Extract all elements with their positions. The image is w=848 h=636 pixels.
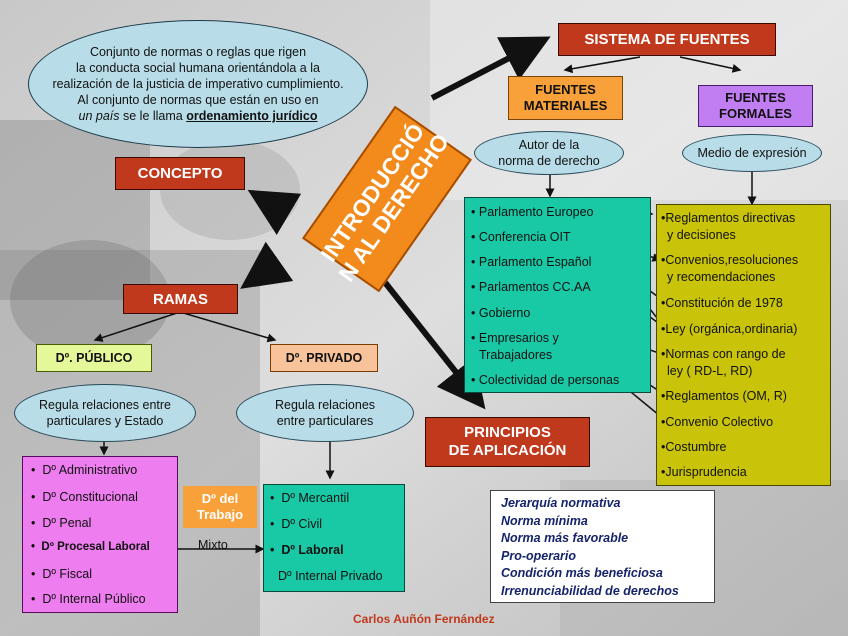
concept-line: la conducta social humana orientándola a…	[76, 61, 320, 75]
concept-line: Conjunto de normas o reglas que rigen	[89, 45, 307, 59]
principio-item: Pro-operario	[501, 548, 577, 563]
list-item: •Reglamentos directivas	[661, 211, 796, 225]
list-item: • Dº Penal	[31, 516, 92, 530]
list-item: ley ( RD-L, RD)	[667, 364, 753, 378]
fm-line: MATERIALES	[523, 98, 608, 113]
privado-bubble-line: Regula relaciones	[274, 398, 376, 412]
privado-bubble-line: entre particulares	[276, 414, 374, 428]
autor-bubble: Autor de la norma de derecho	[474, 131, 624, 175]
sistema-fuentes-box: SISTEMA DE FUENTES	[558, 23, 776, 56]
principio-item: Norma más favorable	[501, 531, 629, 545]
trabajo-box: Dº del Trabajo	[183, 486, 257, 528]
concept-italic: un país	[78, 109, 120, 123]
principios-line: DE APLICACIÓN	[448, 442, 567, 459]
list-item: • Dº Fiscal	[31, 567, 93, 581]
list-item: • Dº Civil	[270, 517, 323, 531]
privado-bubble: Regula relaciones entre particulares	[236, 384, 414, 442]
ramas-box: RAMAS	[123, 284, 238, 314]
list-item: y recomendaciones	[667, 270, 776, 284]
autor-line: norma de derecho	[498, 154, 600, 168]
concept-line: Al conjunto de normas que están en uso e…	[77, 93, 319, 107]
principios-list: Jerarquía normativa Norma mínima Norma m…	[490, 490, 715, 603]
ff-line: FUENTES	[725, 90, 786, 105]
fuentes-formales-list: •Reglamentos directivas y decisiones •Co…	[656, 204, 831, 486]
list-item: • Dº Laboral	[270, 543, 344, 557]
principio-item: Condición más beneficiosa	[501, 566, 663, 580]
list-item: •Convenios,resoluciones	[661, 253, 799, 267]
list-item: • Parlamento Español	[471, 255, 592, 269]
list-item: •Costumbre	[661, 440, 727, 454]
list-item: • Empresarios y	[471, 331, 559, 345]
mixto-label: Mixto	[198, 538, 228, 552]
list-item: • Dº Procesal Laboral	[31, 541, 150, 553]
fuentes-formales-box: FUENTES FORMALES	[698, 85, 813, 127]
list-item: • Dº Mercantil	[270, 491, 350, 505]
ff-line: FORMALES	[719, 106, 792, 121]
principios-line: PRINCIPIOS	[464, 424, 551, 441]
author-credit: Carlos Auñón Fernández	[353, 612, 495, 626]
trabajo-line: Dº del	[201, 491, 239, 506]
principio-item: Jerarquía normativa	[501, 496, 621, 510]
concept-bubble: Conjunto de normas o reglas que rigen la…	[28, 20, 368, 148]
fm-line: FUENTES	[535, 82, 596, 97]
trabajo-line: Trabajo	[196, 507, 244, 522]
concept-mid: se le llama	[119, 109, 187, 123]
publico-box: Dº. PÚBLICO	[36, 344, 152, 372]
principio-item: Irrenunciabilidad de derechos	[501, 583, 679, 598]
publico-bubble-line: particulares y Estado	[46, 414, 164, 428]
principios-box: PRINCIPIOS DE APLICACIÓN	[425, 417, 590, 467]
list-item: •Constitución de 1978	[661, 296, 783, 310]
list-item: • Gobierno	[471, 306, 531, 320]
list-item: •Reglamentos (OM, R)	[661, 389, 787, 403]
list-item: • Colectividad de personas	[471, 373, 620, 387]
publico-list: • Dº Administrativo • Dº Constitucional …	[22, 456, 178, 613]
list-item: • Dº Internal Público	[31, 592, 146, 606]
concept-line: un país se le llama ordenamiento jurídic…	[52, 108, 343, 124]
list-item: • Dº Constitucional	[31, 490, 138, 504]
list-item: •Ley (orgánica,ordinaria)	[661, 322, 798, 336]
title-diamond: INTRODUCCIÓ N AL DERECHO	[288, 105, 478, 293]
list-item: y decisiones	[667, 228, 736, 242]
list-item: •Normas con rango de	[661, 347, 786, 361]
principio-item: Norma mínima	[501, 513, 588, 528]
list-item: • Dº Administrativo	[31, 463, 138, 477]
publico-bubble: Regula relaciones entre particulares y E…	[14, 384, 196, 442]
concept-bold: ordenamiento jurídico	[186, 109, 318, 123]
autor-line: Autor de la	[518, 138, 580, 152]
list-item: • Conferencia OIT	[471, 230, 571, 244]
list-item: • Parlamento Europeo	[471, 205, 594, 219]
privado-box: Dº. PRIVADO	[270, 344, 378, 372]
medio-bubble: Medio de expresión	[682, 134, 822, 172]
publico-bubble-line: Regula relaciones entre	[38, 398, 172, 412]
list-item: Dº Internal Privado	[278, 569, 383, 583]
privado-list: • Dº Mercantil • Dº Civil • Dº Laboral D…	[263, 484, 405, 592]
concepto-box: CONCEPTO	[115, 157, 245, 190]
list-item: •Convenio Colectivo	[661, 415, 774, 429]
list-item: •Jurisprudencia	[661, 465, 747, 479]
list-item: Trabajadores	[479, 348, 553, 362]
concept-line: realización de la justicia de imperativo…	[52, 77, 344, 91]
list-item: • Parlamentos CC.AA	[471, 280, 591, 294]
fuentes-materiales-box: FUENTES MATERIALES	[508, 76, 623, 120]
fuentes-materiales-list: • Parlamento Europeo • Conferencia OIT •…	[464, 197, 651, 393]
